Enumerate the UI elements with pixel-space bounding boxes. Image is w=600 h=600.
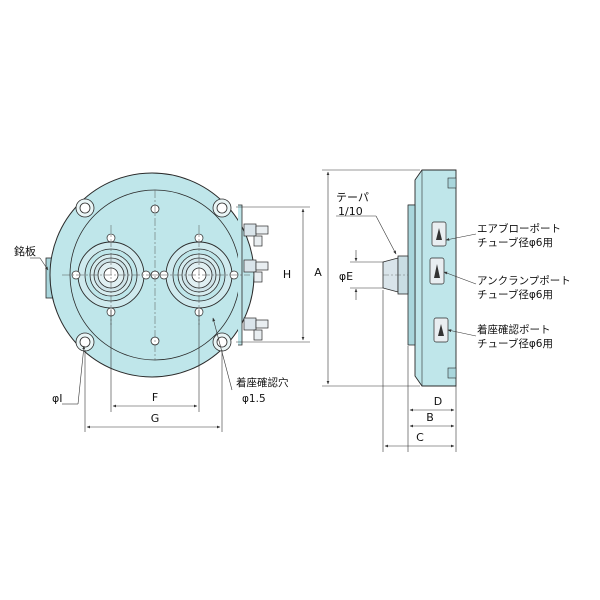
dim-I-label: φI: [52, 392, 63, 405]
dim-F: [110, 310, 200, 412]
mount-hole-tl: [75, 198, 95, 218]
center-lines: [62, 190, 250, 360]
side-step: [407, 204, 416, 346]
port-seat-label: 着座確認ポート: [477, 323, 551, 336]
side-port-seat: [433, 317, 449, 343]
dim-H-label: H: [283, 268, 291, 281]
port-seat-tube-label: チューブ径φ6用: [477, 337, 553, 350]
side-view: A φE テーパ 1/10 D B: [314, 169, 571, 452]
seat-hole-dia-label: φ1.5: [242, 393, 266, 405]
dim-E: [350, 250, 384, 300]
dim-B-label: B: [426, 411, 434, 424]
dim-A-label: A: [314, 266, 322, 279]
dim-D: [407, 346, 457, 452]
dim-I-leader: [62, 345, 86, 405]
dim-C: [382, 290, 455, 452]
dim-C-label: C: [416, 431, 424, 444]
port-unclamp-label: アンクランプポート: [477, 275, 571, 287]
mount-hole-tr: [212, 198, 232, 218]
taper-ratio-label: 1/10: [338, 205, 363, 218]
front-view: H F G φI 銘板 着座確認穴 φ: [14, 172, 310, 432]
fitting-middle: [243, 259, 269, 283]
dim-E-label: φE: [339, 270, 353, 283]
taper-label: テーパ: [336, 191, 369, 204]
seat-hole-label: 着座確認穴: [236, 376, 289, 389]
dim-D-label: D: [434, 395, 442, 408]
mount-hole-bl: [75, 332, 95, 352]
port-seat-leader: [447, 329, 477, 337]
fitting-bottom: [243, 317, 269, 341]
fitting-top: [243, 223, 269, 247]
port-unclamp-leader: [443, 271, 477, 285]
port-unclamp-tube-label: チューブ径φ6用: [477, 288, 553, 301]
port-airblow-tube-label: チューブ径φ6用: [477, 236, 553, 249]
mount-hole-br: [212, 332, 232, 352]
dim-H: [236, 206, 310, 343]
dim-G: [84, 350, 223, 432]
side-port-airblow: [431, 221, 447, 247]
taper-cone: [382, 255, 409, 295]
port-airblow-label: エアブローポート: [477, 222, 561, 235]
dim-F-label: F: [152, 391, 158, 404]
nameplate-label: 銘板: [14, 244, 36, 258]
port-airblow-leader: [445, 233, 477, 241]
taper-leader: [336, 215, 397, 255]
side-port-unclamp: [429, 257, 445, 285]
seat-hole-leader: [212, 317, 233, 391]
nameplate-leader: [30, 257, 49, 271]
dim-G-label: G: [151, 412, 160, 425]
dim-A: [322, 169, 420, 387]
